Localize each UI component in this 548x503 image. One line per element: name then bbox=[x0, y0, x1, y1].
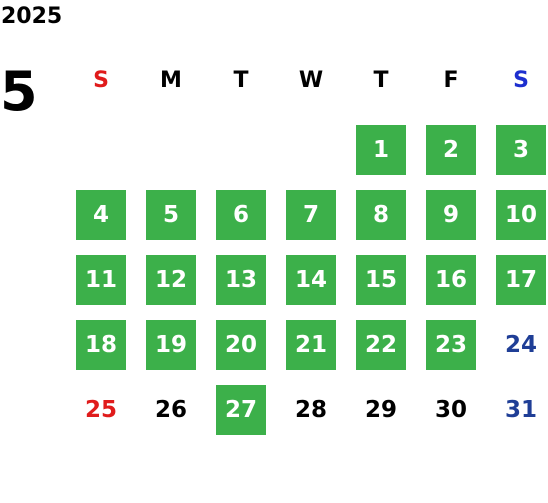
weekday-label-sat: S bbox=[513, 68, 529, 93]
weekday-label-fri: F bbox=[443, 68, 459, 93]
weekday-label-wed: W bbox=[298, 68, 324, 93]
day-cell-16[interactable]: 16 bbox=[426, 255, 476, 305]
day-cell-29[interactable]: 29 bbox=[364, 397, 397, 423]
day-cell-23[interactable]: 23 bbox=[426, 320, 476, 370]
weekday-label-tue: T bbox=[233, 68, 249, 93]
day-cell-11[interactable]: 11 bbox=[76, 255, 126, 305]
day-cell-24[interactable]: 24 bbox=[504, 332, 537, 358]
weekday-label-mon: M bbox=[160, 68, 182, 93]
day-cell-18[interactable]: 18 bbox=[76, 320, 126, 370]
day-cell-12[interactable]: 12 bbox=[146, 255, 196, 305]
calendar-month: 5 bbox=[0, 60, 38, 123]
weekday-label-sun: S bbox=[93, 68, 109, 93]
day-cell-3[interactable]: 3 bbox=[496, 125, 546, 175]
weekday-label-thu: T bbox=[373, 68, 389, 93]
calendar-year: 2025 bbox=[1, 4, 63, 29]
day-cell-7[interactable]: 7 bbox=[286, 190, 336, 240]
day-cell-4[interactable]: 4 bbox=[76, 190, 126, 240]
day-cell-22[interactable]: 22 bbox=[356, 320, 406, 370]
day-cell-2[interactable]: 2 bbox=[426, 125, 476, 175]
day-cell-27[interactable]: 27 bbox=[216, 385, 266, 435]
day-cell-30[interactable]: 30 bbox=[434, 397, 467, 423]
day-cell-14[interactable]: 14 bbox=[286, 255, 336, 305]
day-cell-15[interactable]: 15 bbox=[356, 255, 406, 305]
day-cell-8[interactable]: 8 bbox=[356, 190, 406, 240]
day-cell-6[interactable]: 6 bbox=[216, 190, 266, 240]
day-cell-20[interactable]: 20 bbox=[216, 320, 266, 370]
day-cell-26[interactable]: 26 bbox=[154, 397, 187, 423]
day-cell-9[interactable]: 9 bbox=[426, 190, 476, 240]
day-cell-1[interactable]: 1 bbox=[356, 125, 406, 175]
day-cell-31[interactable]: 31 bbox=[504, 397, 537, 423]
day-cell-13[interactable]: 13 bbox=[216, 255, 266, 305]
day-cell-21[interactable]: 21 bbox=[286, 320, 336, 370]
day-cell-10[interactable]: 10 bbox=[496, 190, 546, 240]
day-cell-28[interactable]: 28 bbox=[294, 397, 327, 423]
day-cell-17[interactable]: 17 bbox=[496, 255, 546, 305]
day-cell-25[interactable]: 25 bbox=[84, 397, 117, 423]
day-cell-19[interactable]: 19 bbox=[146, 320, 196, 370]
day-cell-5[interactable]: 5 bbox=[146, 190, 196, 240]
